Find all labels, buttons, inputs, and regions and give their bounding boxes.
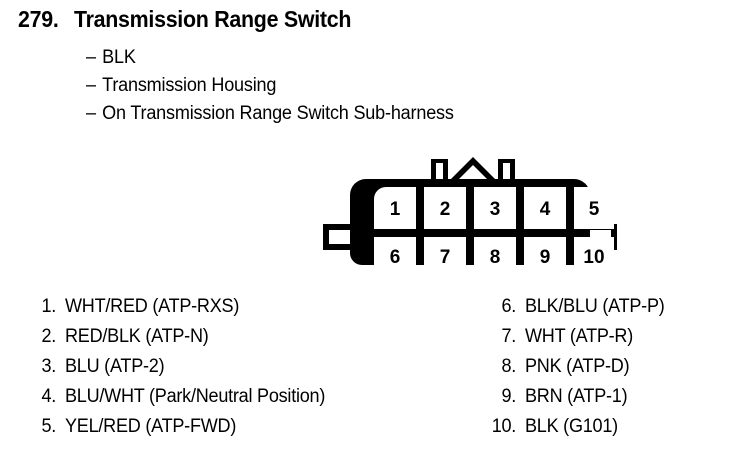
legend-row-label: BLU (ATP-2) (65, 356, 165, 377)
pin-cavity-9 (524, 237, 566, 267)
pin-cavity-5 (574, 187, 614, 229)
legend-row-number: 1. (41, 296, 57, 317)
legend-row-number: 10. (491, 416, 517, 437)
spec-line-label: On Transmission Range Switch Sub-harness (102, 103, 454, 124)
legend-row-label: RED/BLK (ATP-N) (65, 326, 209, 347)
latch-left-hole (329, 230, 351, 244)
legend-row: 2. RED/BLK (ATP-N) (22, 326, 339, 356)
legend-row: 4. BLU/WHT (Park/Neutral Position) (22, 386, 339, 416)
spec-line-label: Transmission Housing (102, 75, 277, 96)
legend-row: 5. YEL/RED (ATP-FWD) (22, 416, 339, 446)
connector-title: Transmission Range Switch (73, 6, 351, 32)
dash-bullet-icon: – (86, 47, 96, 68)
pin-number-6: 6 (390, 247, 401, 268)
dash-bullet-icon: – (86, 103, 96, 124)
keyway-peak-icon (450, 157, 496, 180)
legend-row: 7. WHT (ATP-R) (482, 326, 672, 356)
pin-cavity-4 (524, 187, 566, 229)
pin-cavity-8 (474, 237, 516, 267)
pin-cavity-6 (374, 237, 416, 271)
legend-row-number: 2. (41, 326, 57, 347)
pin-number-7: 7 (440, 247, 451, 268)
legend-row-number: 7. (501, 326, 517, 347)
top-tab-right-hole (503, 163, 510, 181)
legend-row-label: BLU/WHT (Park/Neutral Position) (65, 386, 326, 407)
legend-row: 10. BLK (G101) (482, 416, 672, 446)
spec-line-location: –Transmission Housing (86, 75, 276, 97)
pin-cavity-1 (374, 187, 416, 229)
pin-number-2: 2 (440, 199, 451, 220)
legend-row-label: BLK (G101) (525, 416, 618, 437)
legend-row-label: YEL/RED (ATP-FWD) (65, 416, 237, 437)
pin-number-4: 4 (540, 199, 551, 220)
pin-cavities-top-row (374, 187, 614, 229)
pin-assignment-legend: 1. WHT/RED (ATP-RXS) 2. RED/BLK (ATP-N) 3.… (0, 296, 736, 466)
pin-cavity-3 (474, 187, 516, 229)
spec-line-wire-color: –BLK (86, 47, 136, 69)
legend-row-number: 4. (41, 386, 57, 407)
page-title: 279. Transmission Range Switch (18, 6, 372, 33)
dash-bullet-icon: – (86, 75, 96, 96)
legend-row-label: WHT/RED (ATP-RXS) (65, 296, 240, 317)
legend-row-number: 9. (501, 386, 517, 407)
pin-number-1: 1 (390, 199, 401, 220)
legend-row: 3. BLU (ATP-2) (22, 356, 339, 386)
spec-line-label: BLK (102, 47, 136, 68)
legend-row-label: WHT (ATP-R) (525, 326, 634, 347)
pin-number-8: 8 (490, 247, 501, 268)
pin-cavity-7 (424, 237, 466, 267)
legend-row-label: PNK (ATP-D) (525, 356, 630, 377)
legend-row-number: 3. (41, 356, 57, 377)
pin-number-9: 9 (540, 247, 551, 268)
top-tab-left-hole (436, 163, 443, 181)
legend-row: 6. BLK/BLU (ATP-P) (482, 296, 672, 326)
connector-diagram: 1 2 3 4 5 6 7 8 9 10 (320, 146, 620, 271)
pin-number-10: 10 (583, 247, 604, 268)
connector-number: 279. (18, 6, 59, 32)
legend-row-number: 6. (501, 296, 517, 317)
legend-row: 9. BRN (ATP-1) (482, 386, 672, 416)
legend-row-number: 8. (501, 356, 517, 377)
pin-legend-left-column: 1. WHT/RED (ATP-RXS) 2. RED/BLK (ATP-N) 3.… (22, 296, 339, 446)
connector-outline (323, 157, 617, 265)
legend-row-label: BRN (ATP-1) (525, 386, 628, 407)
legend-row-label: BLK/BLU (ATP-P) (525, 296, 665, 317)
spec-line-harness: –On Transmission Range Switch Sub-harnes… (86, 103, 454, 125)
pin-legend-right-column: 6. BLK/BLU (ATP-P) 7. WHT (ATP-R) 8. PNK (A… (482, 296, 672, 446)
connector-face-drawing: 1 2 3 4 5 6 7 8 9 10 (323, 157, 617, 271)
pin-cavity-10 (574, 237, 614, 269)
pin-cavities-bottom-row (374, 237, 614, 271)
legend-row: 8. PNK (ATP-D) (482, 356, 672, 386)
pin-number-3: 3 (490, 199, 501, 220)
legend-row-number: 5. (41, 416, 57, 437)
pin-cavity-2 (424, 187, 466, 229)
pin-number-5: 5 (589, 199, 600, 220)
legend-row: 1. WHT/RED (ATP-RXS) (22, 296, 339, 326)
